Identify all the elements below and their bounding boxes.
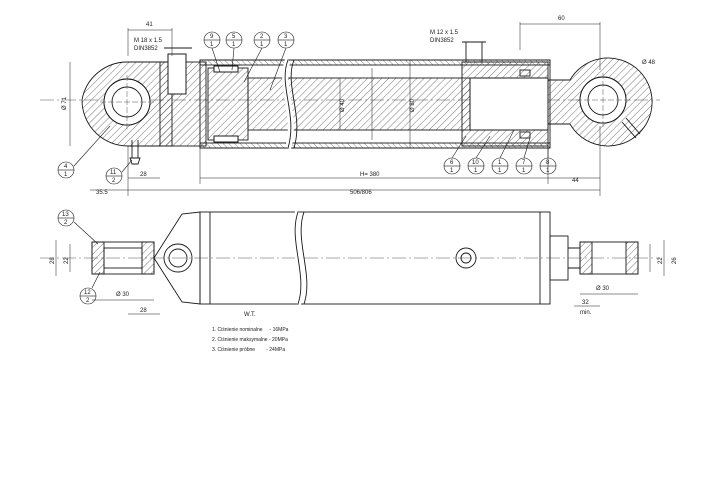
dim-26-right: 26 <box>672 257 678 264</box>
svg-text:7: 7 <box>522 160 526 166</box>
balloon-1: 1 1 <box>491 129 515 175</box>
dim-dia-30-left: Ø 30 <box>116 292 130 298</box>
dim-min: min. <box>580 310 592 316</box>
dim-60: 60 <box>558 16 565 22</box>
balloon-2: 2 1 <box>243 31 271 83</box>
svg-text:4: 4 <box>64 164 68 170</box>
dim-thread-left: M 18 x 1.5 <box>134 38 163 44</box>
svg-text:8: 8 <box>546 160 550 166</box>
balloon-10: 10 1 <box>467 135 491 175</box>
balloon-5: 5 1 <box>225 31 243 71</box>
dim-thread-right-std: DIN3852 <box>430 38 454 44</box>
svg-text:11: 11 <box>110 170 117 176</box>
svg-text:1: 1 <box>546 168 550 174</box>
dim-thread-left-std: DIN3852 <box>134 46 158 52</box>
balloon-6: 6 1 <box>443 135 467 175</box>
svg-text:1: 1 <box>64 172 68 178</box>
svg-text:13: 13 <box>62 212 69 218</box>
svg-text:1: 1 <box>450 168 454 174</box>
left-eye <box>81 61 173 165</box>
dim-35-5: 35.5 <box>96 190 108 196</box>
exterior-view <box>40 210 665 315</box>
note-line-2: 2. Ciśnienie maksymalne - 20MPa <box>212 337 288 343</box>
balloons: 9 1 5 1 2 1 3 1 6 1 <box>57 31 557 305</box>
note-line-3: 3. Ciśnienie próbne - 24MPa <box>212 347 286 353</box>
dim-22-right: 22 <box>658 257 664 264</box>
dim-dia-48: Ø 48 <box>642 60 656 66</box>
balloon-3: 3 1 <box>269 31 295 91</box>
balloon-4: 4 1 <box>57 125 111 179</box>
svg-text:1: 1 <box>232 42 236 48</box>
dim-28-side: 28 <box>50 257 56 264</box>
svg-text:5: 5 <box>232 34 236 40</box>
section-view <box>40 22 660 196</box>
notes-title: W.T. <box>244 312 256 318</box>
left-lug-pin <box>163 243 193 273</box>
balloon-9: 9 1 <box>203 31 221 73</box>
svg-text:3: 3 <box>284 34 288 40</box>
svg-text:12: 12 <box>84 290 91 296</box>
dim-dia-30-right: Ø 30 <box>596 286 610 292</box>
dim-dia-40: Ø 40 <box>340 98 346 112</box>
balloon-7: 7 1 <box>515 137 533 175</box>
svg-text:2: 2 <box>112 178 116 184</box>
svg-text:2: 2 <box>86 298 90 304</box>
dim-41: 41 <box>146 22 153 28</box>
dim-28-top: 28 <box>140 172 147 178</box>
svg-text:9: 9 <box>210 34 214 40</box>
svg-text:10: 10 <box>472 160 479 166</box>
dimension-labels: 41 M 18 x 1.5 DIN3852 M 12 x 1.5 DIN3852… <box>50 16 678 316</box>
svg-text:2: 2 <box>260 34 264 40</box>
svg-text:1: 1 <box>498 168 502 174</box>
svg-text:1: 1 <box>474 168 478 174</box>
dim-dia-80: Ø 80 <box>410 98 416 112</box>
svg-text:1: 1 <box>210 42 214 48</box>
balloon-13: 13 2 <box>57 209 99 245</box>
dim-44: 44 <box>572 178 579 184</box>
dim-dia-71: Ø 71 <box>62 96 68 110</box>
svg-text:1: 1 <box>498 160 502 166</box>
svg-text:1: 1 <box>284 42 288 48</box>
dim-22-side: 22 <box>64 257 70 264</box>
balloon-11: 11 2 <box>105 159 133 185</box>
balloon-12: 12 2 <box>79 271 101 305</box>
note-line-1: 1. Ciśnienie nominalne - 16MPa <box>212 327 289 333</box>
piston <box>207 67 249 141</box>
dim-32: 32 <box>582 300 589 306</box>
dim-length: 506/806 <box>350 190 372 196</box>
dim-thread-right: M 12 x 1.5 <box>430 30 459 36</box>
balloon-8: 8 1 <box>539 146 557 175</box>
dim-28-bottom: 28 <box>140 308 147 314</box>
svg-text:1: 1 <box>522 168 526 174</box>
svg-text:1: 1 <box>260 42 264 48</box>
dim-stroke: H= 380 <box>360 172 380 178</box>
right-eye <box>547 57 653 147</box>
port-boss <box>455 247 477 269</box>
svg-text:6: 6 <box>450 160 454 166</box>
svg-text:2: 2 <box>64 220 68 226</box>
